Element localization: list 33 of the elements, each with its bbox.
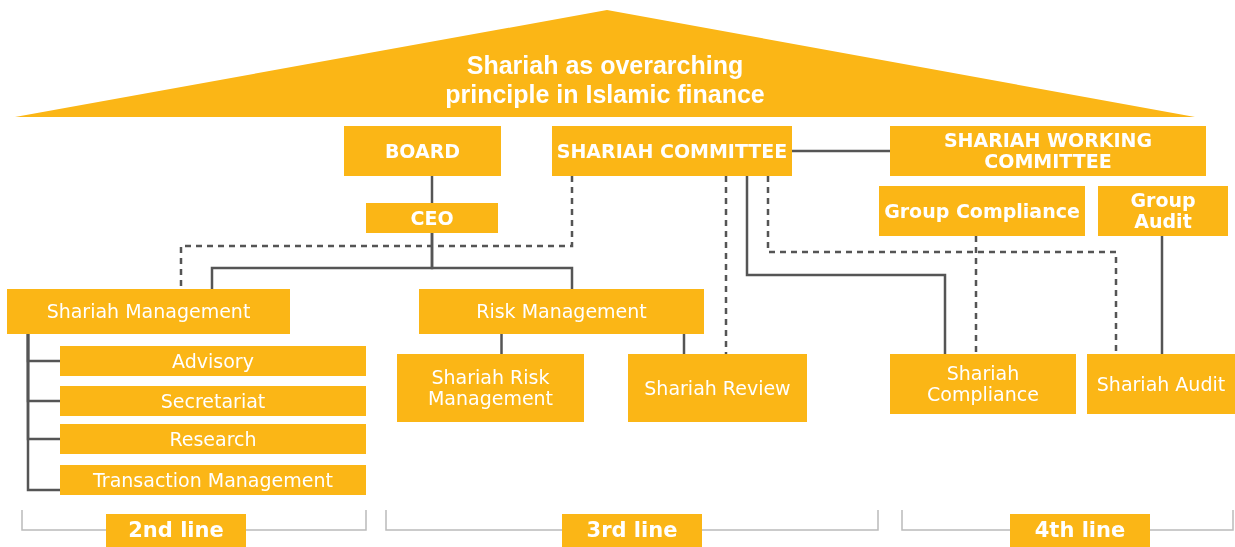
connector-line xyxy=(682,334,686,354)
connector-line xyxy=(26,334,60,492)
unit-box: Shariah Compliance xyxy=(890,354,1076,414)
unit-box: Shariah Management xyxy=(7,289,290,334)
dashed-connector xyxy=(179,176,574,289)
unit-box: Shariah Risk Management xyxy=(397,354,584,422)
unit-box: Research xyxy=(60,424,366,454)
dashed-connector xyxy=(766,176,1118,354)
unit-box: Shariah Review xyxy=(628,354,807,422)
unit-box: Advisory xyxy=(60,346,366,376)
connector-line xyxy=(745,176,947,354)
org-box: CEO xyxy=(366,203,498,233)
connector-line xyxy=(500,334,503,354)
connector-line xyxy=(1160,236,1164,354)
roof-title: Shariah as overarching principle in Islamic finance xyxy=(444,50,766,109)
org-box: SHARIAH WORKING COMMITTEE xyxy=(890,126,1206,176)
org-box: Group Compliance xyxy=(879,186,1085,236)
roof-banner xyxy=(15,10,1195,117)
unit-box: Transaction Management xyxy=(60,465,366,495)
line-tab: 4th line xyxy=(1010,514,1150,547)
org-box: Group Audit xyxy=(1098,186,1228,236)
line-tab: 3rd line xyxy=(562,514,702,547)
connector-line xyxy=(430,176,434,203)
connector-line xyxy=(430,233,574,289)
org-box: BOARD xyxy=(344,126,501,176)
unit-box: Shariah Audit xyxy=(1087,354,1235,414)
unit-box: Secretariat xyxy=(60,386,366,416)
dashed-connector xyxy=(724,176,728,354)
line-tab: 2nd line xyxy=(106,514,246,547)
org-box: SHARIAH COMMITTEE xyxy=(552,126,792,176)
unit-box: Risk Management xyxy=(419,289,704,334)
dashed-connector xyxy=(974,236,978,354)
connector-line xyxy=(792,149,890,153)
